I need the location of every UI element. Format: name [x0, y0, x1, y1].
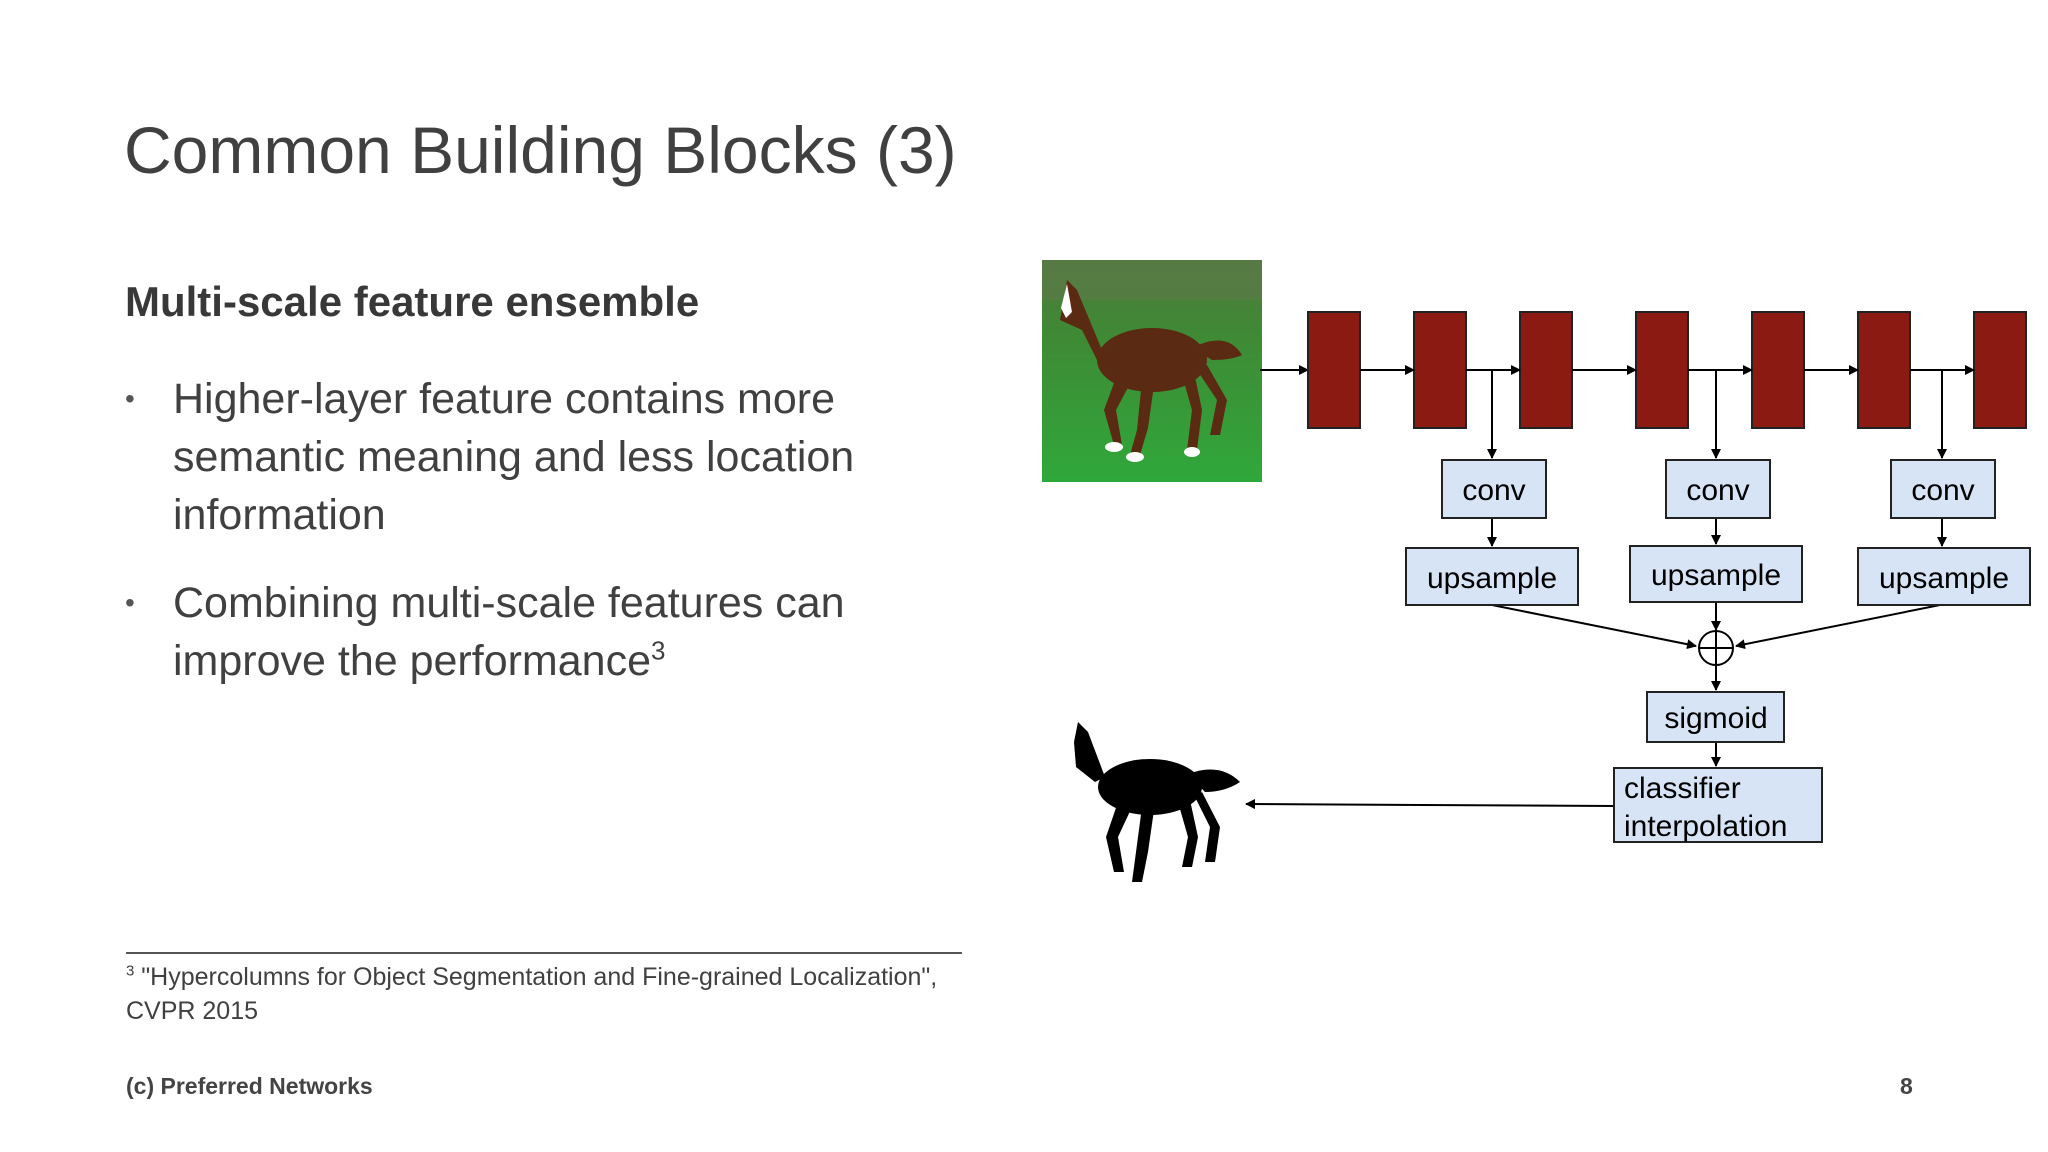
layer-blocks	[1307, 311, 2027, 429]
bullet-item: • Combining multi-scale features can imp…	[125, 574, 965, 690]
upsample-to-sum-arrow	[1491, 604, 1697, 650]
horse-photo	[1042, 260, 1262, 482]
output-arrow	[1245, 799, 1615, 810]
classifier-label-line2: interpolation	[1624, 810, 1787, 843]
bullet-dot-icon: •	[125, 587, 135, 618]
layer-block	[1973, 311, 2027, 429]
conv-box	[1441, 459, 1547, 519]
upsample-box	[1629, 545, 1803, 603]
footnote-text: "Hypercolumns for Object Segmentation an…	[126, 963, 938, 1025]
bullet-item: • Higher-layer feature contains more sem…	[125, 370, 965, 544]
bullet-text: Higher-layer feature contains more seman…	[173, 375, 855, 539]
upsample-label: upsample	[1427, 562, 1557, 595]
bullet-text: Combining multi-scale features can impro…	[173, 579, 845, 685]
slide-title: Common Building Blocks (3)	[124, 113, 957, 187]
layer-block	[1751, 311, 1805, 429]
hypercolumn-diagram: conv conv conv upsample upsample upsampl…	[1245, 311, 2031, 843]
sigmoid-label: sigmoid	[1664, 702, 1767, 735]
segmentation-mask	[1070, 712, 1250, 892]
upsample-to-sum-arrow	[1735, 604, 1941, 650]
conv-label: conv	[1462, 474, 1525, 507]
footnote-marker: 3	[126, 962, 135, 980]
layer-block	[1857, 311, 1911, 429]
conv-box	[1665, 459, 1771, 519]
bullet-dot-icon: •	[125, 383, 135, 414]
upsample-label: upsample	[1879, 562, 2009, 595]
section-subtitle: Multi-scale feature ensemble	[125, 278, 700, 325]
layer-block	[1307, 311, 1361, 429]
bullet-list: • Higher-layer feature contains more sem…	[125, 370, 965, 720]
classifier-label-line1: classifier	[1624, 772, 1741, 805]
footnote-divider	[126, 952, 962, 954]
classifier-box	[1613, 767, 1823, 843]
upsample-box	[1405, 547, 1579, 606]
conv-label: conv	[1686, 474, 1749, 507]
conv-label: conv	[1911, 474, 1974, 507]
sigmoid-box	[1646, 691, 1785, 743]
footer-copyright: (c) Preferred Networks	[126, 1073, 373, 1099]
citation-marker: 3	[651, 635, 666, 666]
upsample-label: upsample	[1651, 559, 1781, 592]
layer-block	[1413, 311, 1467, 429]
page-number: 8	[1900, 1073, 1913, 1099]
layer-block	[1519, 311, 1573, 429]
sum-node	[1698, 630, 1734, 666]
footnote: 3 "Hypercolumns for Object Segmentation …	[126, 960, 976, 1028]
conv-box	[1890, 459, 1996, 519]
upsample-box	[1857, 547, 2031, 606]
layer-block	[1635, 311, 1689, 429]
